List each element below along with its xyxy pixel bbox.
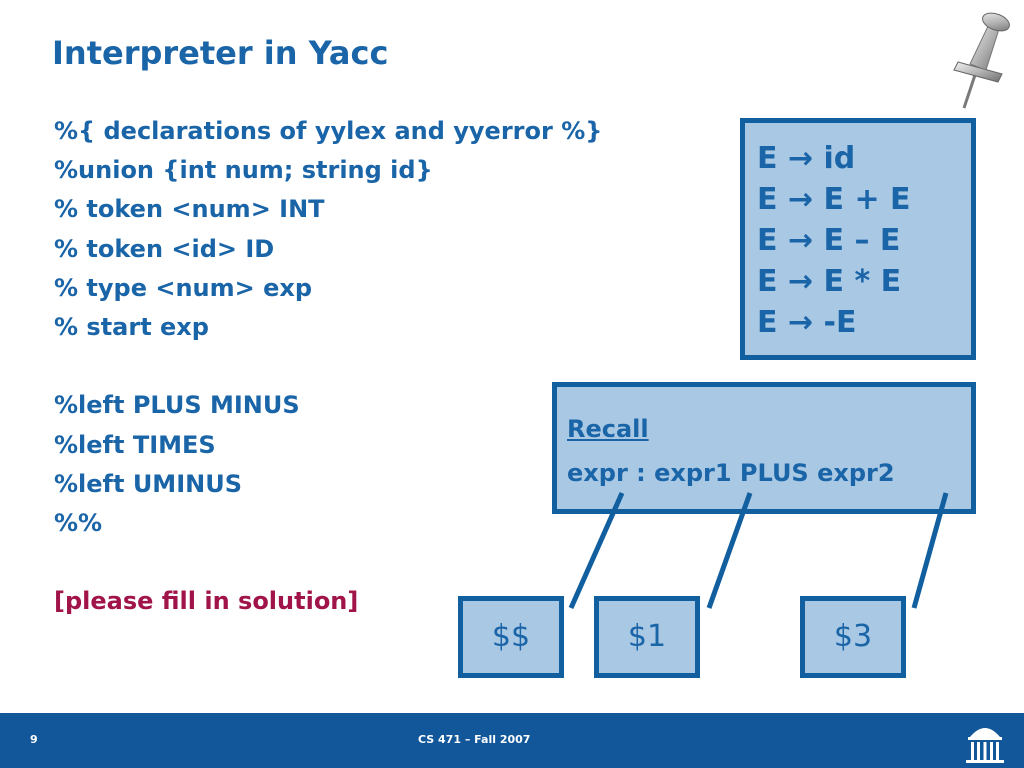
slide-title: Interpreter in Yacc	[52, 34, 389, 72]
grammar-rule: E → E + E	[757, 182, 911, 217]
code-line: % token <id> ID	[54, 234, 275, 263]
code-line: %%	[54, 508, 103, 537]
grammar-rule: E → E – E	[757, 223, 901, 258]
recall-title: Recall	[567, 415, 649, 443]
pushpin-icon	[953, 12, 1010, 109]
code-line: %left PLUS MINUS	[54, 391, 300, 420]
page-number: 9	[30, 733, 38, 746]
code-line: % type <num> exp	[54, 273, 313, 302]
grammar-box: E → id E → E + E E → E – E E → E * E E →…	[740, 118, 976, 360]
slot-dollar-3: $3	[800, 596, 906, 678]
code-line: %union {int num; string id}	[54, 156, 433, 185]
grammar-rule: E → id	[757, 141, 856, 176]
slot-dollar-1: $1	[594, 596, 700, 678]
grammar-rule: E → E * E	[757, 264, 902, 299]
slot-dollar-dollar: $$	[458, 596, 564, 678]
code-line: %left UMINUS	[54, 469, 242, 498]
code-line: % start exp	[54, 312, 209, 341]
footer-bar: 9 CS 471 – Fall 2007	[0, 713, 1024, 768]
recall-expression: expr : expr1 PLUS expr2	[567, 459, 895, 487]
code-block: %{ declarations of yylex and yyerror %} …	[54, 112, 602, 621]
course-label: CS 471 – Fall 2007	[418, 733, 531, 746]
code-line: % token <num> INT	[54, 195, 325, 224]
university-rotunda-logo	[966, 728, 1004, 763]
grammar-rule: E → -E	[757, 305, 857, 340]
solution-placeholder: [please fill in solution]	[54, 587, 359, 616]
code-line: %left TIMES	[54, 430, 216, 459]
code-line: %{ declarations of yylex and yyerror %}	[54, 117, 603, 145]
code-blank-line	[54, 543, 602, 582]
recall-box: Recall expr : expr1 PLUS expr2	[552, 382, 976, 514]
code-blank-line	[54, 347, 602, 386]
